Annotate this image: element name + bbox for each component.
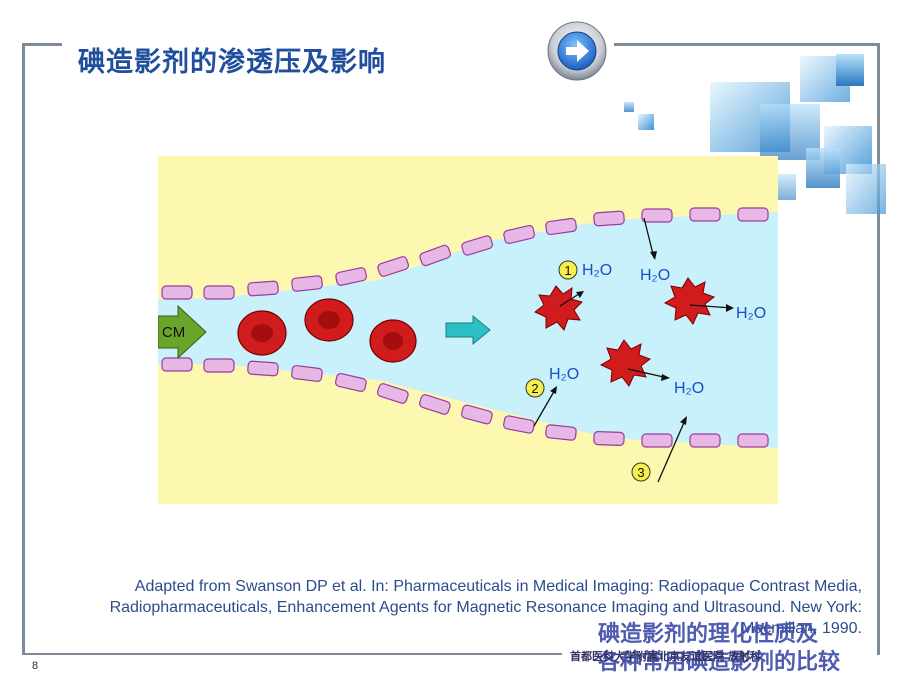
water-label-1: H₂O xyxy=(582,262,612,279)
decorative-cubes-image xyxy=(624,54,886,214)
marker-2: 2 xyxy=(525,378,545,398)
frame-left-line xyxy=(22,43,25,655)
hypertonic-arrow-icon xyxy=(158,304,207,360)
water-label-5: H₂O xyxy=(674,380,704,397)
flow-direction-icon xyxy=(445,314,491,346)
frame-top-right-line xyxy=(614,43,880,46)
marker-3: 3 xyxy=(631,462,651,482)
contrast-osmolality-diagram: Hypertonic CM H₂O H₂O H₂O H₂O xyxy=(158,156,778,504)
frame-right-line xyxy=(877,43,880,655)
normal-red-blood-cells xyxy=(237,298,417,363)
page-number: 8 xyxy=(32,660,39,672)
water-label-3: H₂O xyxy=(736,305,766,322)
svg-text:2: 2 xyxy=(531,381,538,396)
vessel-wall-bottom xyxy=(161,357,769,448)
frame-top-left-line xyxy=(22,43,62,46)
svg-text:1: 1 xyxy=(564,263,571,278)
svg-text:3: 3 xyxy=(637,465,644,480)
source-caption: Adapted from Swanson DP et al. In: Pharm… xyxy=(109,578,862,637)
hypertonic-label: Hypertonic CM xyxy=(158,324,185,341)
overlay-link-line-2[interactable]: 各种常用碘造影剂的比较 xyxy=(598,650,841,675)
marker-1: 1 xyxy=(558,260,578,280)
water-label-4: H₂O xyxy=(549,366,579,383)
arrow-right-icon xyxy=(547,21,607,81)
frame-bottom-line xyxy=(22,653,562,655)
vessel-wall-top xyxy=(161,207,769,300)
water-arrowheads xyxy=(550,251,734,425)
footer-institution: 首都医科大学附属北京友谊医院 放射科 xyxy=(570,650,761,663)
crenated-red-blood-cells xyxy=(534,277,716,387)
overlay-link-line-1[interactable]: 碘造影剂的理化性质及 xyxy=(598,622,819,647)
next-slide-button[interactable] xyxy=(546,20,608,82)
water-label-2: H₂O xyxy=(640,267,670,284)
water-flow-arrows xyxy=(533,217,733,483)
slide-title: 碘造影剂的渗透压及影响 xyxy=(78,47,386,78)
